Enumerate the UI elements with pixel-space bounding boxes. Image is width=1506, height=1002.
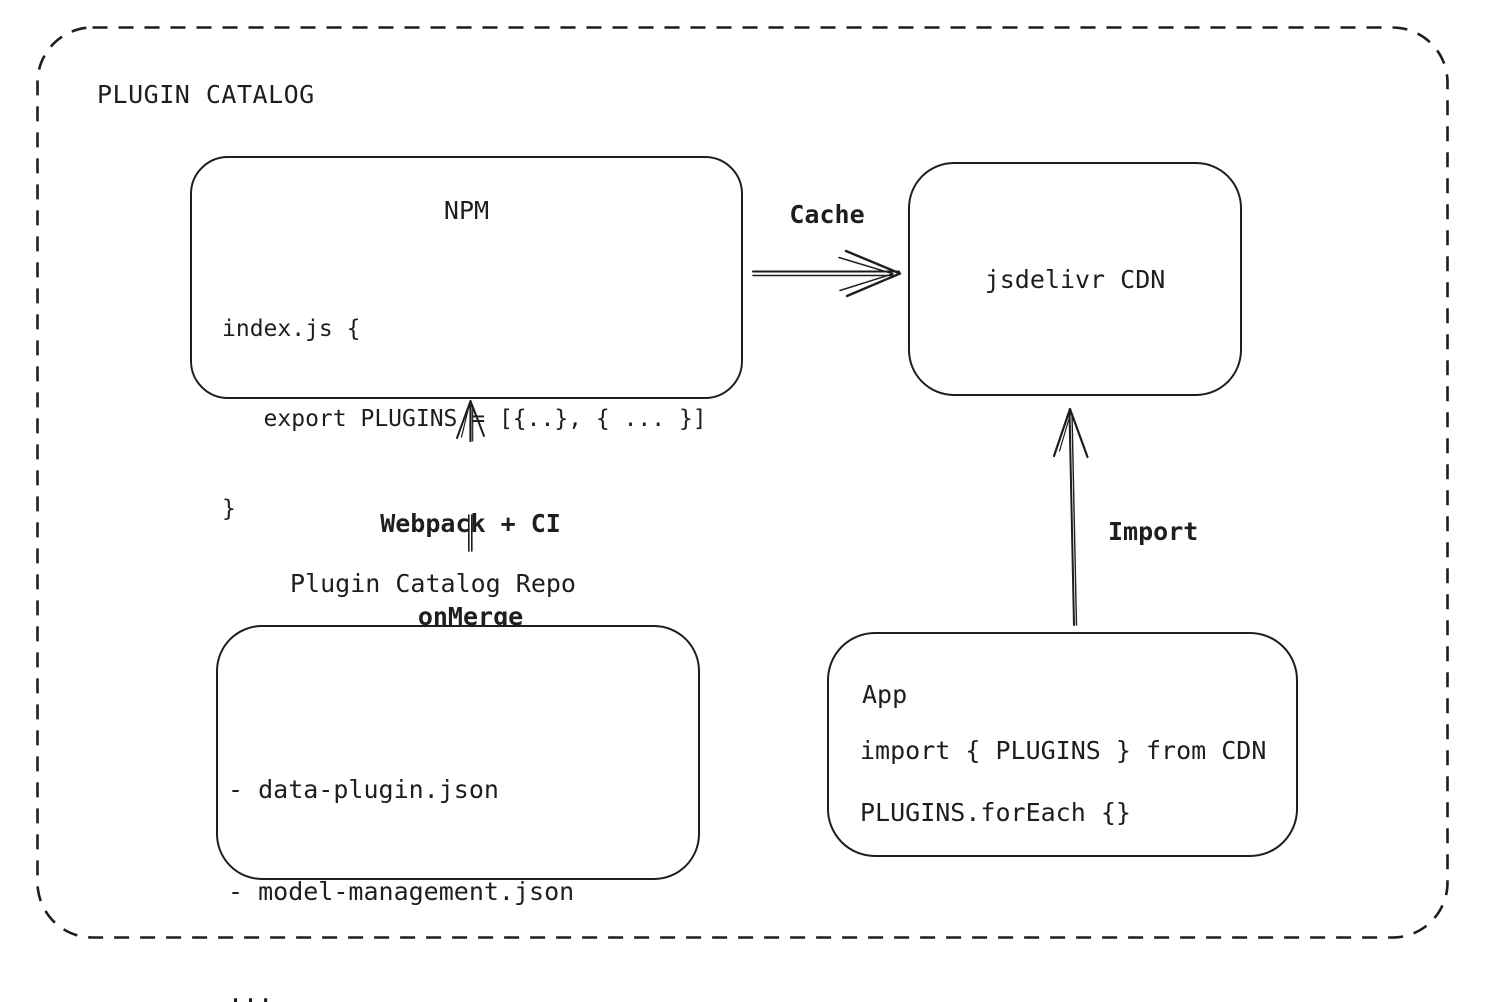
npm-code-block: index.js { export PLUGINS = [{..}, { ...… <box>222 254 707 584</box>
diagram-title: PLUGIN CATALOG <box>97 80 315 109</box>
node-npm: NPM index.js { export PLUGINS = [{..}, {… <box>190 156 743 522</box>
npm-code-line-2: export PLUGINS = [{..}, { ... }] <box>222 406 707 432</box>
import-arrow-label: Import <box>1108 517 1199 546</box>
build-arrow <box>456 400 485 552</box>
catalog-frame-border <box>36 26 1449 939</box>
cache-arrow <box>751 249 902 298</box>
repo-file-item-3: ... <box>228 979 274 1002</box>
build-arrow-label-line-1: Webpack + CI <box>380 509 561 538</box>
app-code-line-2: PLUGINS.forEach {} <box>860 798 1131 827</box>
node-jsdelivr-cdn: jsdelivr CDN <box>908 162 1242 396</box>
npm-code-line-1: index.js { <box>222 316 361 342</box>
cache-arrow-label: Cache <box>789 200 865 229</box>
repo-file-list: - data-plugin.json - model-management.js… <box>228 705 574 1002</box>
app-code-line-1: import { PLUGINS } from CDN <box>860 736 1267 765</box>
node-app: App import { PLUGINS } from CDN PLUGINS.… <box>827 632 1298 857</box>
npm-node-title: NPM <box>443 196 490 225</box>
npm-code-line-3: } <box>222 496 236 522</box>
app-node-title: App <box>862 680 908 709</box>
import-arrow <box>1052 407 1089 626</box>
repo-node-label: Plugin Catalog Repo <box>290 569 576 598</box>
repo-file-item-1: - data-plugin.json <box>228 775 499 804</box>
repo-file-item-2: - model-management.json <box>228 877 575 906</box>
cdn-node-title: jsdelivr CDN <box>984 264 1166 294</box>
node-plugin-catalog-repo: - data-plugin.json - model-management.js… <box>216 625 700 1002</box>
